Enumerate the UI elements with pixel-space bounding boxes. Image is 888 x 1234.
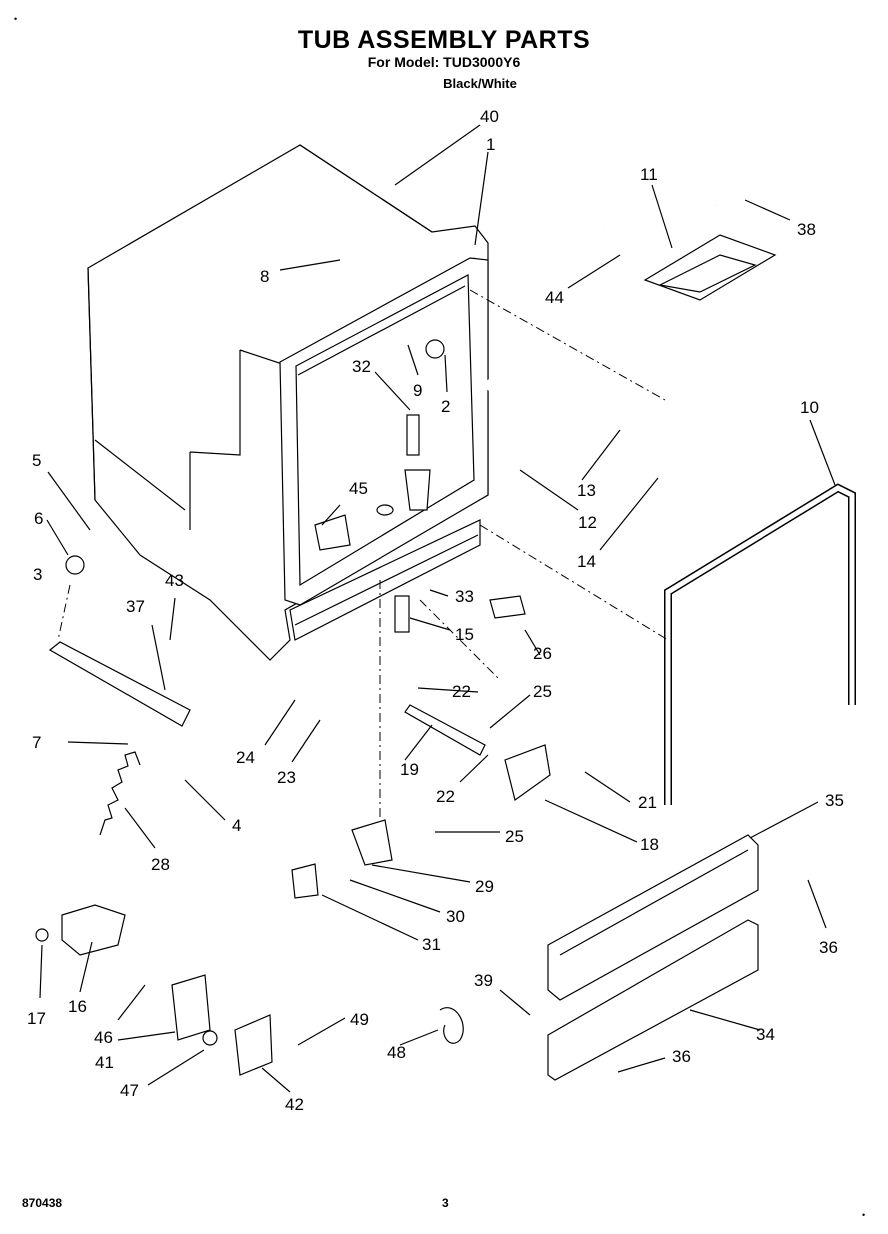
callout-26: 26: [533, 644, 552, 663]
heating-element: [479, 328, 668, 442]
callout-43: 43: [165, 571, 184, 590]
toe-panel: [547, 834, 759, 1081]
callout-35: 35: [825, 791, 844, 810]
callout-29: 29: [475, 877, 494, 896]
callout-6: 6: [34, 509, 43, 528]
callout-30: 30: [446, 907, 465, 926]
page-title: TUB ASSEMBLY PARTS: [297, 26, 591, 54]
drain-hose: [563, 141, 727, 233]
color-variant: Black/White: [443, 76, 517, 91]
callout-28: 28: [151, 855, 170, 874]
callout-16: 16: [68, 997, 87, 1016]
callout-3: 3: [33, 565, 42, 584]
vent-assembly: [643, 234, 777, 301]
callout-8: 8: [260, 267, 269, 286]
callout-25b: 25: [505, 827, 524, 846]
page-number: 3: [442, 1196, 449, 1210]
callout-22b: 22: [436, 787, 455, 806]
mount-bracket: [171, 974, 273, 1076]
callout-41: 41: [95, 1053, 114, 1072]
callout-5: 5: [32, 451, 41, 470]
callout-15: 15: [455, 625, 474, 644]
callout-17: 17: [27, 1009, 46, 1028]
callout-11: 11: [640, 165, 658, 184]
callout-18: 18: [640, 835, 659, 854]
door-spring: [99, 751, 141, 836]
callout-25: 25: [533, 682, 552, 701]
corner-mark: •: [862, 1210, 866, 1220]
sump-parts: [314, 339, 445, 551]
callout-46: 46: [94, 1028, 113, 1047]
callout-10: 10: [800, 398, 819, 417]
callout-7: 7: [32, 733, 41, 752]
callout-numbers: 40 1 11 38 8 44 32 9 2 10 5 45 13 12 6 1…: [27, 107, 844, 1114]
callout-34: 34: [756, 1025, 775, 1044]
drain-assembly: [394, 595, 551, 802]
callout-1: 1: [486, 135, 495, 154]
document-number: 870438: [22, 1196, 63, 1210]
float-switch: [291, 819, 393, 899]
callout-2: 2: [441, 397, 450, 416]
callout-14: 14: [577, 552, 596, 571]
water-valve: [35, 904, 126, 956]
callout-4: 4: [232, 816, 241, 835]
callout-39: 39: [474, 971, 493, 990]
callout-47: 47: [120, 1081, 139, 1100]
callout-32: 32: [352, 357, 371, 376]
callout-45: 45: [349, 479, 368, 498]
callout-21: 21: [638, 793, 657, 812]
callout-38: 38: [797, 220, 816, 239]
door-gasket: [664, 483, 856, 805]
leader-lines: [39, 124, 836, 1093]
callout-24: 24: [236, 748, 255, 767]
hose-clip: [439, 1007, 464, 1044]
callout-12: 12: [578, 513, 597, 532]
callout-9: 9: [413, 381, 422, 400]
callout-23: 23: [277, 768, 296, 787]
callout-44: 44: [545, 288, 564, 307]
tub-front-plate: [289, 519, 481, 641]
callout-36: 36: [819, 938, 838, 957]
callout-13: 13: [577, 481, 596, 500]
callout-22: 22: [452, 682, 471, 701]
callout-37: 37: [126, 597, 145, 616]
left-bracket: [48, 555, 191, 727]
model-line: For Model: TUD3000Y6: [367, 54, 521, 70]
callout-33: 33: [455, 587, 474, 606]
callout-48: 48: [387, 1043, 406, 1062]
callout-19: 19: [400, 760, 419, 779]
callout-36b: 36: [672, 1047, 691, 1066]
callout-40: 40: [480, 107, 499, 126]
callout-31: 31: [422, 935, 441, 954]
corner-mark: •: [14, 14, 18, 24]
callout-42: 42: [285, 1095, 304, 1114]
callout-49: 49: [350, 1010, 369, 1029]
